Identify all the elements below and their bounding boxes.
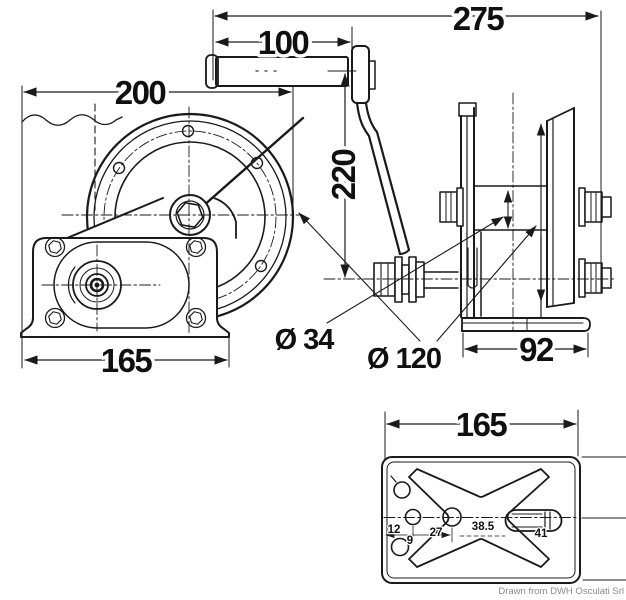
- plate-inner-border: [386, 461, 576, 579]
- flange-hole: [181, 124, 195, 138]
- handle-hub-step: [368, 60, 376, 90]
- flange-hole: [112, 161, 126, 175]
- dim-220: 220: [325, 150, 362, 201]
- drum-axle-bolt-right: [578, 187, 612, 227]
- gear-housing: [20, 236, 230, 338]
- mounting-hole: [393, 481, 411, 499]
- drum-axle-bolt-left: [439, 187, 464, 227]
- right-flange: [546, 107, 575, 308]
- dim-275: 275: [453, 0, 505, 37]
- hex-socket: [176, 201, 204, 229]
- flange-hole: [254, 259, 268, 273]
- label-flange-diameter: Ø 120: [298, 212, 537, 378]
- plate-mark-12: 12: [388, 524, 401, 536]
- mounting-hole: [442, 507, 462, 527]
- handle-arm-front: [355, 101, 402, 256]
- crank-shaft-bolt-right: [578, 258, 612, 298]
- handle-arm-front: [364, 101, 411, 252]
- base-plate-view: [381, 456, 626, 584]
- dim-165-plate: 165: [456, 406, 508, 443]
- housing-bolt: [185, 236, 207, 258]
- dimension-plate-length: 165: [386, 403, 577, 447]
- x-cutout: [408, 468, 550, 568]
- plate-mark-41: 41: [535, 528, 548, 540]
- dim-165-side: 165: [101, 342, 153, 379]
- plate-mark-27: 27: [430, 527, 443, 539]
- handle-arm-end: [399, 249, 410, 255]
- dimension-handle-length: 220: [322, 73, 366, 278]
- handle-hub-plate: [351, 45, 370, 104]
- dim-92: 92: [519, 331, 554, 368]
- dim-200: 200: [115, 74, 166, 111]
- plate-mark-38-5: 38.5: [472, 521, 495, 533]
- credit-text: Drawn from DWH Osculati Srl: [498, 586, 624, 597]
- front-view: [323, 92, 617, 332]
- frame-bracket: [467, 231, 542, 318]
- strap-break-line: [21, 114, 123, 126]
- dimension-side-base-width: 165: [24, 339, 228, 383]
- housing-bolt: [44, 236, 66, 258]
- dimension-side-width: 200: [23, 71, 292, 115]
- crank-handle: [205, 45, 411, 256]
- plate-mark-9: 9: [407, 535, 413, 547]
- mounting-hole: [404, 508, 422, 526]
- dimension-body-depth: 92: [464, 328, 587, 372]
- housing-bolt: [185, 307, 207, 329]
- label-drum-core-diameter: Ø 34: [272, 216, 504, 359]
- dia-34: Ø 34: [275, 324, 335, 356]
- dimension-grip-length: 100: [215, 21, 351, 65]
- dimension-overall-width: 275: [214, 0, 599, 41]
- housing-bolt: [44, 307, 66, 329]
- strap-slot: [504, 509, 563, 532]
- mounting-hole: [390, 537, 410, 557]
- plate-outline: [381, 456, 581, 584]
- crank-shaft-nut: [373, 256, 459, 303]
- dimensions: 200 100 275 220 165 92 165 Ø 34: [21, 0, 602, 548]
- base-front: [461, 317, 591, 332]
- hole-notch: [390, 475, 397, 483]
- dim-100: 100: [258, 24, 309, 61]
- dia-120: Ø 120: [367, 343, 441, 375]
- side-view: [20, 103, 305, 338]
